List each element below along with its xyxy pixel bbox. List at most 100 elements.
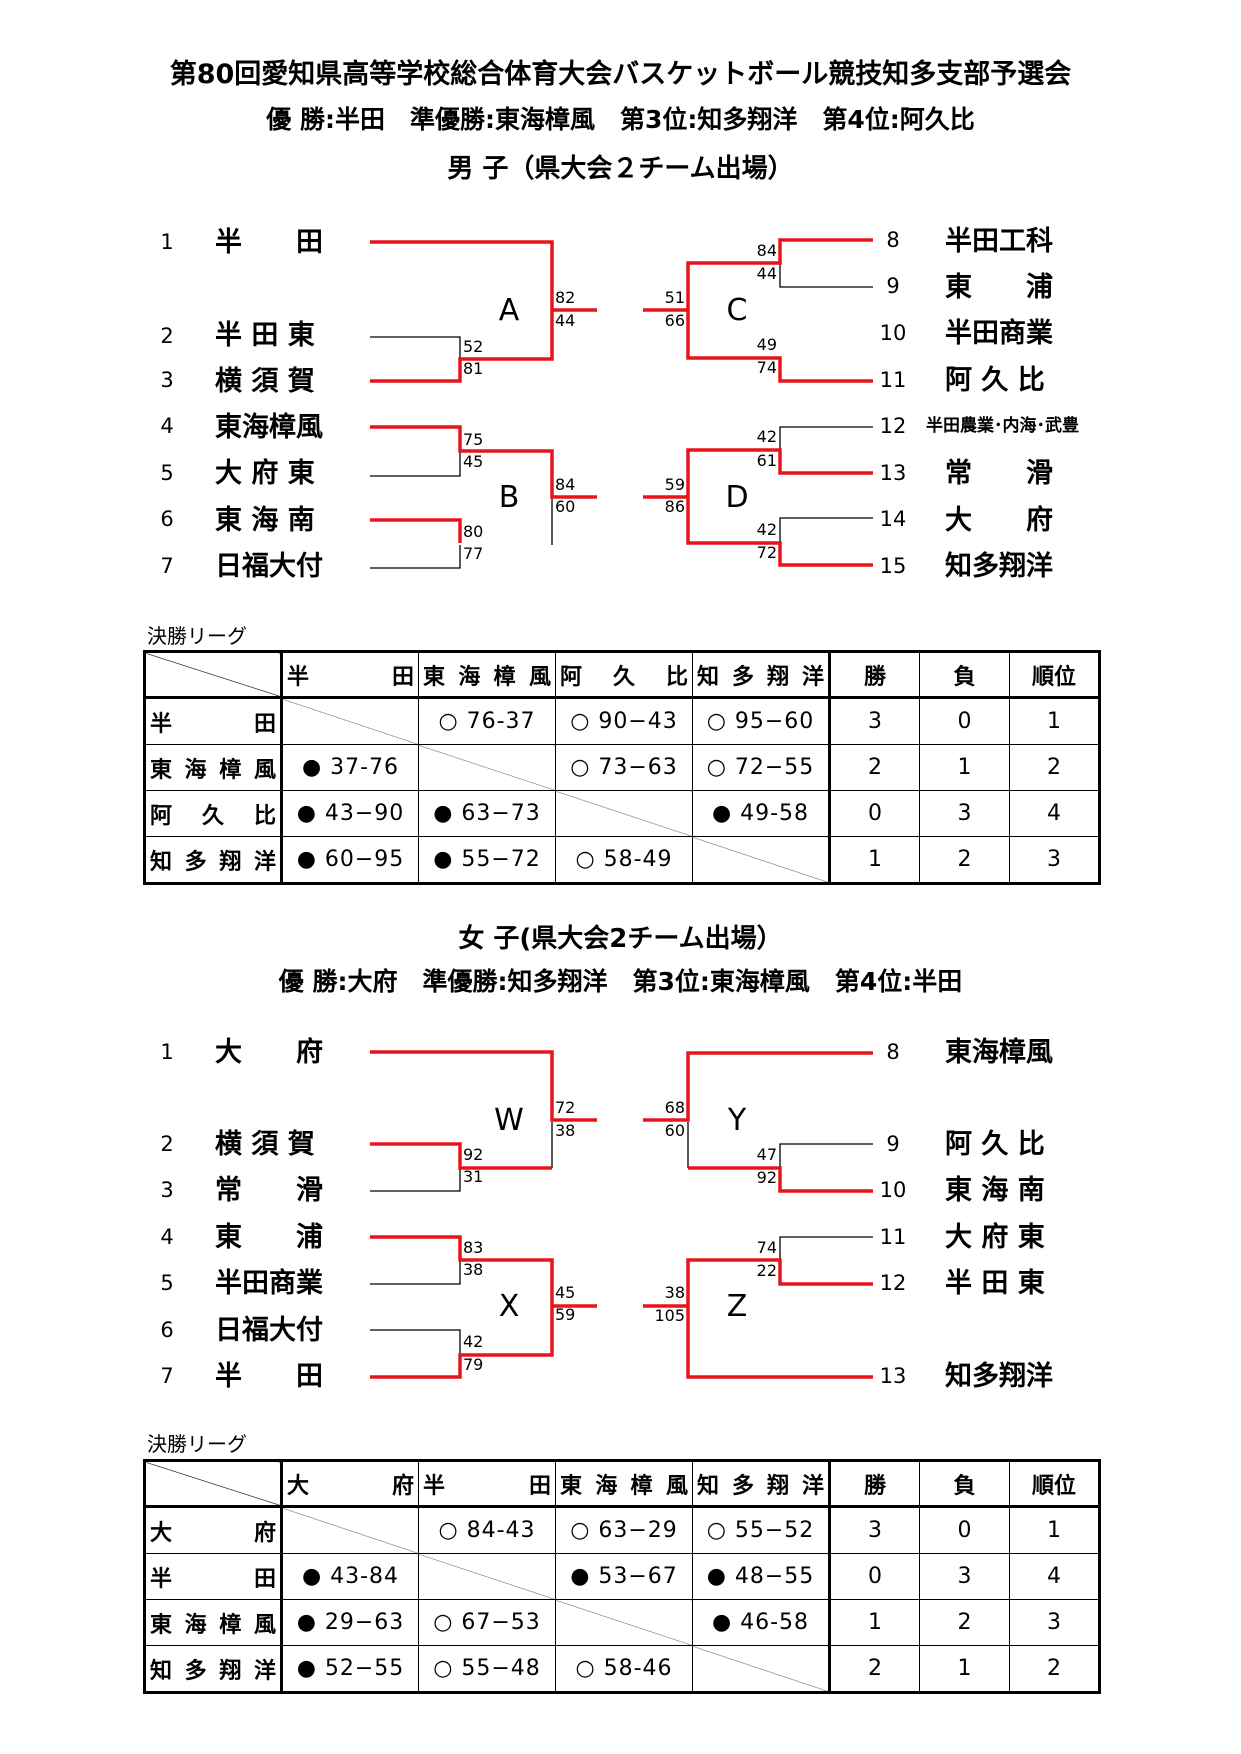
row-team: 半 田 xyxy=(144,697,283,745)
result-cell: ● 63−73 xyxy=(418,790,556,837)
team-name: 半田商業 xyxy=(215,1268,323,1299)
result-cell: ● 55−72 xyxy=(418,836,556,884)
block-label: A xyxy=(499,293,520,328)
score: 22 xyxy=(757,1261,777,1280)
score: 59 xyxy=(665,475,685,494)
score: 83 xyxy=(463,1238,483,1257)
girls-heading: 女 子(県大会2チーム出場） xyxy=(458,924,783,954)
boys-bracket: 52 81 75 45 80 77 82 44 84 60 84 44 49 7… xyxy=(160,226,1079,582)
team-name: 半 田 東 xyxy=(215,320,315,351)
score: 49 xyxy=(757,335,777,354)
result-cell: ● 60−95 xyxy=(281,836,419,884)
team-name: 東 海 南 xyxy=(945,1175,1045,1206)
team-name: 半 田 xyxy=(215,1361,323,1392)
score: 31 xyxy=(463,1167,483,1186)
team-name: 横 須 賀 xyxy=(215,366,315,397)
losses-cell: 1 xyxy=(919,1645,1010,1693)
g-win-13 xyxy=(686,1306,873,1379)
wins-cell: 2 xyxy=(829,744,920,791)
score: 80 xyxy=(463,522,483,541)
score: 68 xyxy=(665,1098,685,1117)
column-header: 半 田 xyxy=(418,1460,556,1508)
b-line-12 xyxy=(779,426,873,449)
team-number: 1 xyxy=(160,1040,173,1064)
b-win-1 xyxy=(370,240,597,312)
page-title: 第80回愛知県高等学校総合体育大会バスケットボール競技知多支部予選会 xyxy=(169,59,1072,90)
score: 74 xyxy=(757,358,777,377)
team-number: 4 xyxy=(160,414,173,438)
rank-cell: 4 xyxy=(1009,790,1100,837)
boys-league-table: 半 田 東 海 樟 風 阿 久 比 知 多 翔 洋 勝 負 順位 半 田 ○ 7… xyxy=(143,650,1101,885)
column-header: 順位 xyxy=(1009,651,1100,699)
team-number: 12 xyxy=(880,414,907,438)
team-name: 横 須 賀 xyxy=(215,1129,315,1160)
team-name: 常 滑 xyxy=(945,458,1053,489)
result-cell: ● 52−55 xyxy=(281,1645,419,1693)
score: 72 xyxy=(757,543,777,562)
result-cell: ● 43−90 xyxy=(281,790,419,837)
result-cell: ● 43-84 xyxy=(281,1553,419,1600)
team-number: 4 xyxy=(160,1225,173,1249)
result-cell xyxy=(281,1506,419,1554)
score: 52 xyxy=(463,337,483,356)
team-name: 常 滑 xyxy=(215,1175,323,1206)
result-cell: ○ 73−63 xyxy=(555,744,693,791)
rank-cell: 4 xyxy=(1009,1553,1100,1600)
block-label: W xyxy=(494,1103,524,1138)
team-name: 半田農業･内海･武豊 xyxy=(926,415,1079,436)
wins-cell: 0 xyxy=(829,790,920,837)
b-win-8 xyxy=(643,238,873,312)
score: 77 xyxy=(463,544,483,563)
result-cell: ○ 55−48 xyxy=(418,1645,556,1693)
row-team: 阿 久 比 xyxy=(144,790,283,837)
girls-league-table: 大 府 半 田 東 海 樟 風 知 多 翔 洋 勝 負 順位 大 府 ○ 84-… xyxy=(143,1459,1101,1694)
b-line-5 xyxy=(370,452,461,477)
team-number: 7 xyxy=(160,1364,173,1388)
boys-league-label: 決勝リーグ xyxy=(147,624,247,648)
team-number: 13 xyxy=(880,1364,907,1388)
block-label: Z xyxy=(727,1289,748,1324)
g-win-12 xyxy=(643,1258,873,1308)
score: 60 xyxy=(555,497,575,516)
block-label: Y xyxy=(727,1103,747,1138)
g-line-3 xyxy=(370,1168,461,1192)
team-number: 15 xyxy=(880,554,907,578)
row-team: 東 海 樟 風 xyxy=(144,744,283,791)
score: 42 xyxy=(757,427,777,446)
team-number: 3 xyxy=(160,1178,173,1202)
result-cell: ● 29−63 xyxy=(281,1599,419,1646)
result-cell: ○ 84-43 xyxy=(418,1506,556,1554)
wins-cell: 3 xyxy=(829,697,920,745)
row-team: 東 海 樟 風 xyxy=(144,1599,283,1646)
team-name: 知多翔洋 xyxy=(945,1360,1053,1392)
b-line-14 xyxy=(779,517,873,542)
score: 60 xyxy=(665,1121,685,1140)
rank-cell: 2 xyxy=(1009,744,1100,791)
table-row: 知 多 翔 洋 ● 60−95 ● 55−72 ○ 58-49 1 2 3 xyxy=(144,836,1100,884)
result-cell: ○ 95−60 xyxy=(692,697,831,745)
team-name: 大 府 東 xyxy=(215,457,315,489)
row-team: 大 府 xyxy=(144,1506,283,1554)
column-header: 阿 久 比 xyxy=(555,651,693,699)
table-row: 東 海 樟 風 ● 29−63 ○ 67−53 ● 46-58 1 2 3 xyxy=(144,1599,1100,1646)
score: 38 xyxy=(665,1283,685,1302)
team-name: 阿 久 比 xyxy=(945,1129,1045,1160)
score: 74 xyxy=(757,1238,777,1257)
table-corner xyxy=(144,651,283,699)
score: 38 xyxy=(463,1260,483,1279)
table-row: 阿 久 比 ● 43−90 ● 63−73 ● 49-58 0 3 4 xyxy=(144,790,1100,837)
column-header: 大 府 xyxy=(281,1460,419,1508)
team-number: 5 xyxy=(160,1271,173,1295)
result-cell: ○ 76-37 xyxy=(418,697,556,745)
team-number: 1 xyxy=(160,230,173,254)
column-header: 順位 xyxy=(1009,1460,1100,1508)
result-cell: ○ 58-49 xyxy=(555,836,693,884)
team-number: 8 xyxy=(886,228,899,252)
team-name: 日福大付 xyxy=(215,1315,323,1346)
team-name: 大 府 xyxy=(945,504,1053,536)
team-name: 半 田 xyxy=(215,227,323,258)
rank-cell: 2 xyxy=(1009,1645,1100,1693)
team-number: 13 xyxy=(880,461,907,485)
score: 61 xyxy=(757,451,777,470)
result-cell xyxy=(418,744,556,791)
